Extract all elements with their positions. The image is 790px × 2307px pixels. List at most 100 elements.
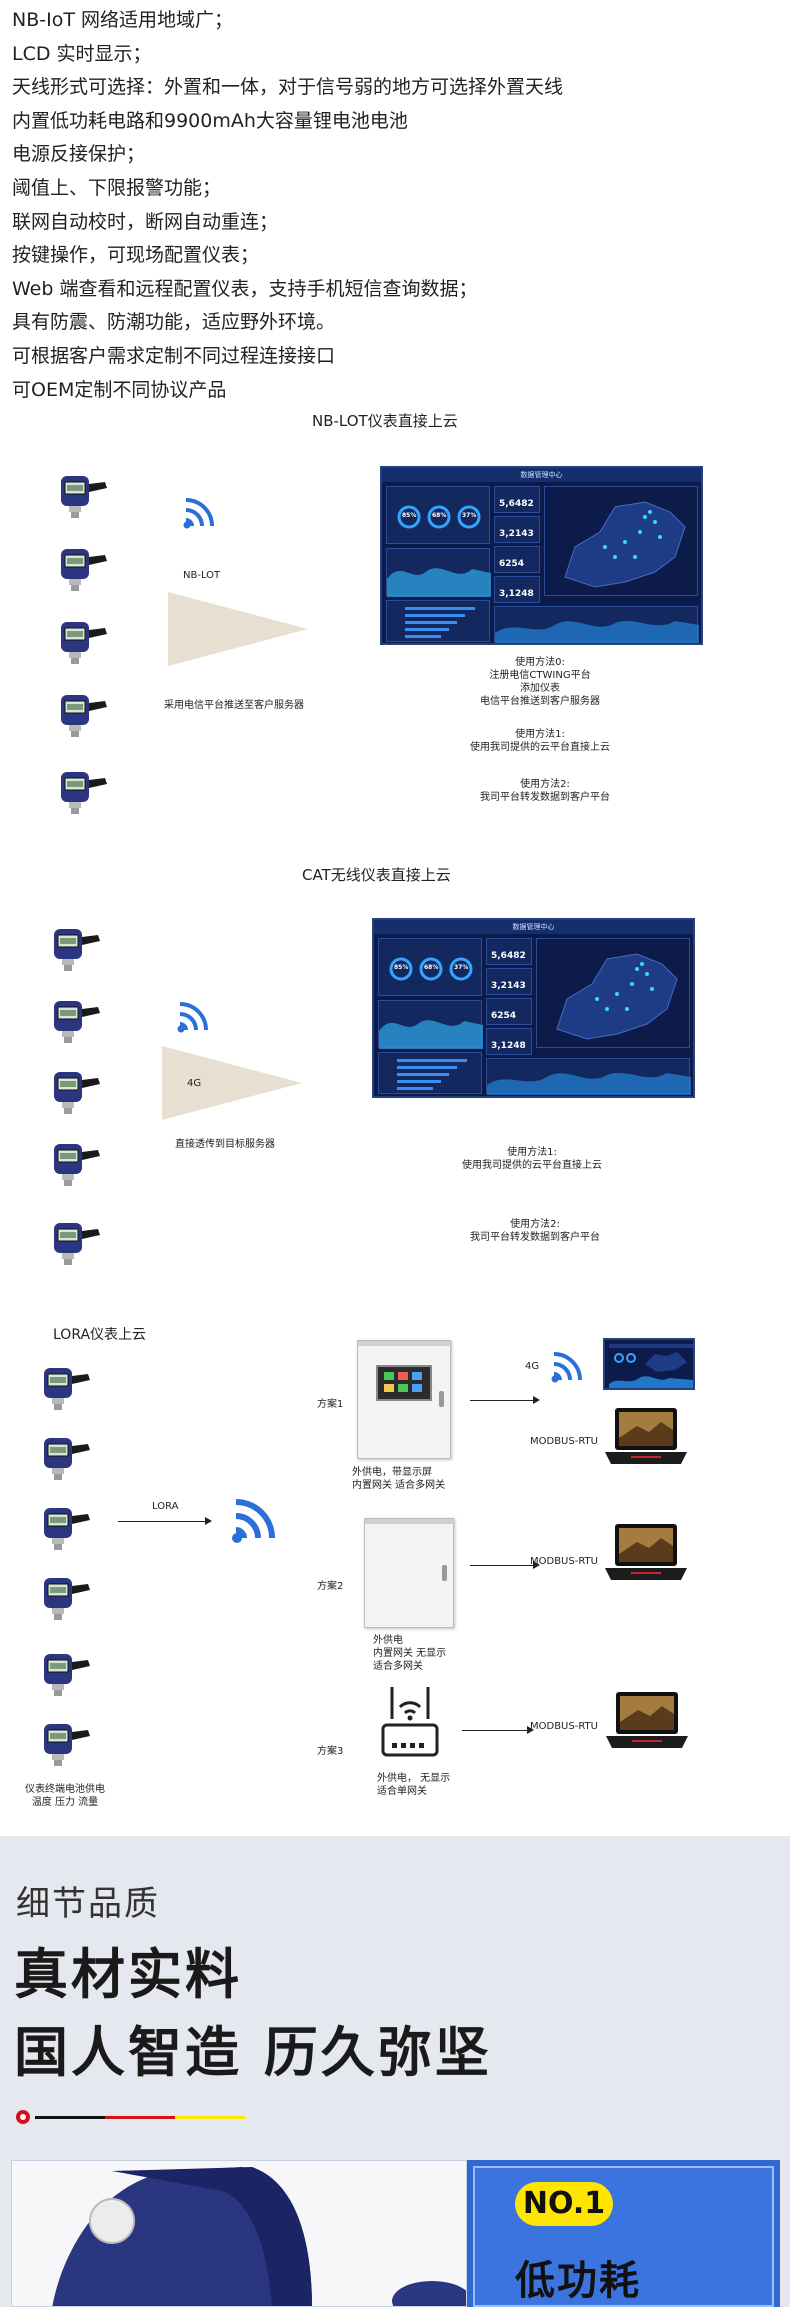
caption-line: 外供电，带显示屏 <box>352 1467 432 1478</box>
plan3-caption: 外供电， 无显示 适合单网关 <box>377 1772 450 1798</box>
stat-value: 3,2143 <box>491 981 526 991</box>
stat-value: 5,6482 <box>491 951 526 961</box>
sensor-image <box>55 543 109 593</box>
stat-card: 3,2143 <box>494 516 540 543</box>
bar-list-panel <box>378 1052 482 1094</box>
lora-link-label: LORA <box>152 1501 179 1512</box>
plan2-caption: 外供电 内置网关 无显示 适合多网关 <box>373 1634 446 1673</box>
bar-list-panel <box>386 600 490 642</box>
wifi-icon <box>180 494 220 530</box>
router-gateway-icon <box>381 1687 439 1757</box>
sensor-image <box>38 1648 92 1698</box>
plan2-label: 方案2 <box>317 1581 344 1592</box>
gauge-value: 85% <box>402 512 417 519</box>
method-line: 添加仪表 <box>520 683 560 694</box>
gauge-value: 68% <box>432 512 447 519</box>
plan3-label: 方案3 <box>317 1746 344 1757</box>
feature-item: 按键操作，可现场配置仪表； <box>12 244 260 267</box>
stat-value: 6254 <box>491 1011 517 1021</box>
sensor-image <box>48 1066 102 1116</box>
method-line: 使用我司提供的云平台直接上云 <box>462 1160 602 1171</box>
dashboard-title: 数据管理中心 <box>374 920 693 934</box>
method-line: 我司平台转发数据到客户平台 <box>480 792 610 803</box>
stat-card: 6254 <box>486 998 532 1025</box>
method-line: 使用方法1: <box>515 729 565 740</box>
mini-dashboard-screen <box>603 1338 695 1390</box>
hmi-screen <box>376 1365 432 1401</box>
nb-section-title: NB-LOT仪表直接上云 <box>312 412 458 430</box>
sensor-image <box>38 1572 92 1622</box>
feature-item: 可根据客户需求定制不同过程连接接口 <box>12 344 336 367</box>
gauge-value: 37% <box>462 512 477 519</box>
feature-item: 联网自动校时，断网自动重连； <box>12 210 279 233</box>
wave-chart-panel <box>494 606 699 643</box>
map-panel <box>536 938 690 1048</box>
nb-method1: 使用方法1: 使用我司提供的云平台直接上云 <box>460 728 620 754</box>
sensor-image <box>38 1362 92 1412</box>
sensor-image <box>48 1138 102 1188</box>
feature-item: 天线形式可选择：外置和一体，对于信号弱的地方可选择外置天线 <box>12 76 564 99</box>
dashboard-screen: 数据管理中心 85% 68% 37% 5,6482 3,2143 6254 3,… <box>372 918 695 1098</box>
laptop-image <box>601 1404 691 1470</box>
sensor-image <box>38 1432 92 1482</box>
caption-line: 内置网关 无显示 <box>373 1648 447 1659</box>
signal-beam <box>162 1046 302 1120</box>
detail-headline-2: 国人智造 历久弥坚 <box>14 2021 492 2084</box>
plan2-protocol: MODBUS-RTU <box>530 1556 598 1567</box>
wifi-icon <box>174 998 214 1034</box>
feature-item: LCD 实时显示； <box>12 42 152 65</box>
stat-card: 3,1248 <box>486 1028 532 1055</box>
sensor-image <box>55 766 109 816</box>
stat-card: 3,1248 <box>494 576 540 603</box>
wifi-icon <box>232 1499 275 1543</box>
gauge-value: 68% <box>424 964 439 971</box>
detail-subtitle: 细节品质 <box>16 1884 160 1924</box>
area-chart-panel <box>386 548 491 597</box>
sensor-image <box>55 470 109 520</box>
cat-method1: 使用方法1: 使用我司提供的云平台直接上云 <box>452 1146 612 1172</box>
feature-title: 低功耗 <box>515 2258 641 2304</box>
method-line: 使用方法2: <box>520 779 570 790</box>
gateway-cabinet <box>364 1518 455 1628</box>
stat-value: 5,6482 <box>499 499 534 509</box>
feature-card: NO.1 低功耗 <box>467 2160 780 2307</box>
nb-net-label: NB-LOT <box>183 570 221 581</box>
caption-line: 适合多网关 <box>373 1661 423 1672</box>
sensor-image <box>55 689 109 739</box>
plan1-caption: 外供电，带显示屏 内置网关 适合多网关 <box>352 1466 445 1492</box>
cabinet-handle <box>442 1565 447 1581</box>
plan1-protocol: MODBUS-RTU <box>530 1436 598 1447</box>
plan1-arrow <box>470 1396 540 1404</box>
plan1-label: 方案1 <box>317 1399 344 1410</box>
method-line: 使用我司提供的云平台直接上云 <box>470 742 610 753</box>
laptop-image <box>602 1688 692 1754</box>
caption-line: 适合单网关 <box>377 1786 427 1797</box>
plan3-arrow <box>462 1726 534 1734</box>
sensor-image <box>38 1718 92 1768</box>
lora-section-title: LORA仪表上云 <box>53 1327 147 1343</box>
feature-item: 阈值上、下限报警功能； <box>12 176 222 199</box>
gauge-panel: 85% 68% 37% <box>378 938 482 996</box>
stat-value: 6254 <box>499 559 525 569</box>
stat-card: 5,6482 <box>486 938 532 965</box>
wifi-icon <box>548 1348 588 1384</box>
feature-item: 可OEM定制不同协议产品 <box>12 378 227 401</box>
caption-line: 温度 压力 流量 <box>31 1797 99 1808</box>
method-line: 电信平台推送到客户服务器 <box>480 696 600 707</box>
feature-item: 具有防震、防潮功能，适应野外环境。 <box>12 311 336 334</box>
plan3-protocol: MODBUS-RTU <box>530 1721 598 1732</box>
caption-line: 仪表终端电池供电 <box>25 1784 105 1795</box>
stat-card: 6254 <box>494 546 540 573</box>
gauge-value: 85% <box>394 964 409 971</box>
method-line: 使用方法2: <box>510 1219 560 1230</box>
caption-line: 内置网关 适合多网关 <box>352 1480 446 1491</box>
sensor-image <box>48 923 102 973</box>
gauge-value: 37% <box>454 964 469 971</box>
sensor-image <box>38 1502 92 1552</box>
stat-card: 3,2143 <box>486 968 532 995</box>
nb-push-label: 采用电信平台推送至客户服务器 <box>164 700 304 711</box>
feature-item: 内置低功耗电路和9900mAh大容量锂电池电池 <box>12 109 408 132</box>
stat-value: 3,1248 <box>499 589 534 599</box>
lora-arrow <box>118 1517 212 1525</box>
